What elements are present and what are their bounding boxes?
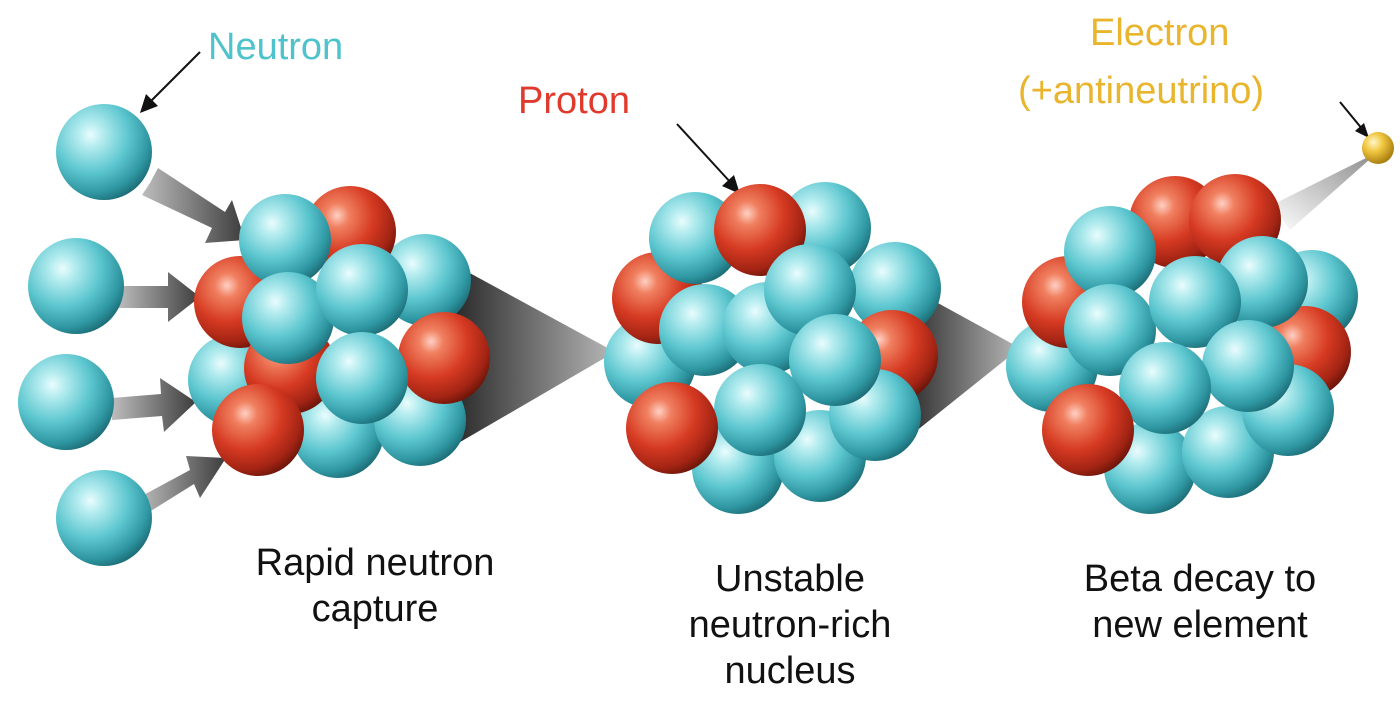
neutron-particle: [789, 314, 881, 406]
electron-pointer-arrowhead: [1355, 123, 1369, 138]
neutron-label: Neutron: [208, 26, 344, 68]
neutron-particle: [1064, 206, 1156, 298]
neutron-particle: [28, 238, 124, 334]
transition-arrow-1: [455, 265, 615, 445]
nucleus-new-element: [1006, 174, 1358, 514]
capture-arrow: [142, 168, 245, 243]
neutron-particle: [316, 244, 408, 336]
nucleus-capture: [188, 186, 490, 478]
neutron-particle: [56, 104, 152, 200]
neutron-particle: [56, 470, 152, 566]
caption-line: new element: [1092, 604, 1308, 646]
proton-particle: [1042, 384, 1134, 476]
caption-line: Beta decay to: [1083, 558, 1317, 600]
electron-particle: [1362, 132, 1394, 164]
neutron-pointer-arrowhead: [140, 94, 158, 113]
neutron-pointer-line: [149, 51, 201, 103]
proton-pointer-arrowhead: [722, 175, 740, 194]
capture-arrow: [118, 272, 200, 322]
proton-label: Proton: [518, 80, 630, 122]
neutron-particle: [1064, 284, 1156, 376]
free-neutrons: [18, 104, 152, 566]
neutron-particle: [714, 364, 806, 456]
neutron-particle: [316, 332, 408, 424]
caption-line: capture: [311, 588, 439, 630]
caption-unstable-nucleus: Unstable neutron-rich nucleus: [615, 556, 965, 694]
neutron-particle: [18, 354, 114, 450]
antineutrino-label: (+antineutrino): [1018, 70, 1265, 112]
proton-pointer-line: [676, 123, 733, 185]
transition-arrow-2: [905, 285, 1020, 440]
neutron-particle: [1119, 342, 1211, 434]
caption-line: Unstable: [715, 558, 865, 600]
capture-arrow: [112, 378, 196, 432]
electron-label: Electron: [1090, 12, 1230, 54]
electron-emission-beam: [1272, 152, 1378, 230]
neutron-particle: [242, 272, 334, 364]
proton-particle: [398, 312, 490, 404]
caption-beta-decay: Beta decay to new element: [1020, 556, 1380, 648]
neutron-particle: [1202, 320, 1294, 412]
neutron-particle: [849, 242, 941, 334]
neutron-particle: [239, 194, 331, 286]
caption-line: neutron-rich: [688, 604, 892, 646]
proton-particle: [626, 382, 718, 474]
caption-line: Rapid neutron: [255, 542, 495, 584]
nucleus-unstable: [604, 182, 941, 514]
neutron-particle: [1149, 256, 1241, 348]
neutron-particle: [764, 244, 856, 336]
electron-pointer-line: [1339, 101, 1364, 131]
capture-arrow: [138, 456, 226, 514]
caption-line: nucleus: [724, 650, 856, 692]
proton-particle: [212, 384, 304, 476]
caption-rapid-neutron-capture: Rapid neutron capture: [200, 540, 550, 632]
